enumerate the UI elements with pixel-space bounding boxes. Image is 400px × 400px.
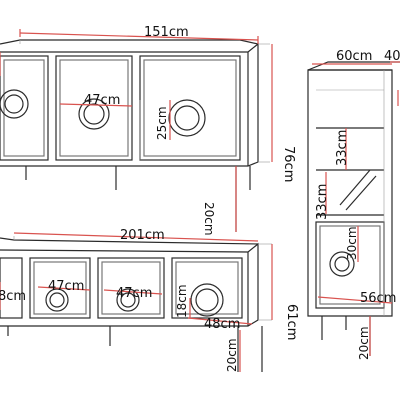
tall-door-label: 30cm xyxy=(345,226,359,260)
tv-leg-label: 20cm xyxy=(225,338,239,372)
sideboard-panel-1 xyxy=(0,55,49,161)
tall-shelf-1-label: 33cm xyxy=(335,130,350,166)
sideboard-guides xyxy=(19,40,270,163)
tv-stand-panel-3 xyxy=(97,257,165,319)
tv-door-width-label: 48cm xyxy=(204,317,240,332)
tv-stand-guides xyxy=(13,236,272,321)
tall-cabinet-guides xyxy=(316,70,385,316)
tall-shelf-2-label: 33cm xyxy=(315,184,330,220)
tall-depth-label: 56cm xyxy=(360,291,396,306)
sideboard-drawer-width-label: 47cm xyxy=(84,93,120,108)
tv-width-label: 201cm xyxy=(120,228,165,243)
tv-drawer-2-label: 47cm xyxy=(116,286,152,301)
sideboard-leg-label: 20cm xyxy=(202,202,216,236)
tv-stand-panel-1 xyxy=(0,257,23,319)
tall-width-label: 60cm xyxy=(336,49,372,64)
tv-stand xyxy=(0,237,263,372)
sideboard-drawer-height-label: 25cm xyxy=(155,106,169,140)
tv-left-label: 8cm xyxy=(0,289,26,304)
sideboard-left-label: 25cm xyxy=(0,28,1,62)
tall-width-cut-label: 40 xyxy=(384,49,400,64)
sideboard-width-label: 151cm xyxy=(144,25,189,40)
sideboard xyxy=(0,39,259,232)
tv-drawer-1-label: 47cm xyxy=(48,279,84,294)
sideboard-height-label: 76cm xyxy=(281,146,296,182)
tv-stand-panel-4 xyxy=(171,257,243,319)
tall-cabinet-dimension-lines xyxy=(312,61,400,356)
tv-door-height-label: 18cm xyxy=(175,284,189,318)
tv-stand-dimension-lines xyxy=(0,232,273,372)
tall-cabinet xyxy=(307,61,400,356)
sideboard-dimension-lines xyxy=(0,29,273,232)
tall-leg-label: 20cm xyxy=(357,326,371,360)
sideboard-panel-2 xyxy=(55,55,133,161)
tv-stand-panel-2 xyxy=(29,257,91,319)
tv-height-label: 61cm xyxy=(284,304,299,340)
